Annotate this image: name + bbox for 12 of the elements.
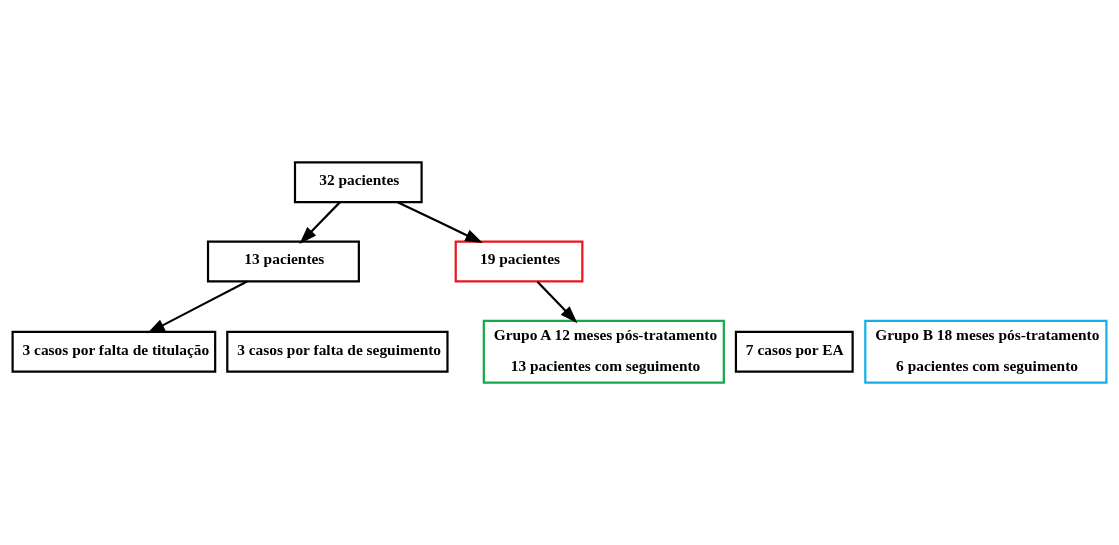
node-box: 32 pacientes bbox=[293, 161, 423, 204]
node-box: Grupo B 18 meses pós-tratamento 6 pacientes com seguimento bbox=[864, 319, 1108, 384]
arrow bbox=[299, 201, 341, 244]
node-box: 3 casos por falta de seguimento bbox=[226, 330, 449, 373]
node-box: 3 casos por falta de titulação bbox=[11, 330, 217, 373]
arrow bbox=[536, 280, 578, 324]
arrow bbox=[147, 280, 248, 334]
node-box: Grupo A 12 meses pós-tratamento 13 pacientes com seguimento bbox=[482, 319, 725, 384]
node-box: 13 pacientes bbox=[206, 240, 360, 283]
node-box: 7 casos por EA bbox=[734, 330, 854, 373]
node-box: 19 pacientes bbox=[454, 240, 584, 283]
arrow bbox=[397, 201, 483, 244]
